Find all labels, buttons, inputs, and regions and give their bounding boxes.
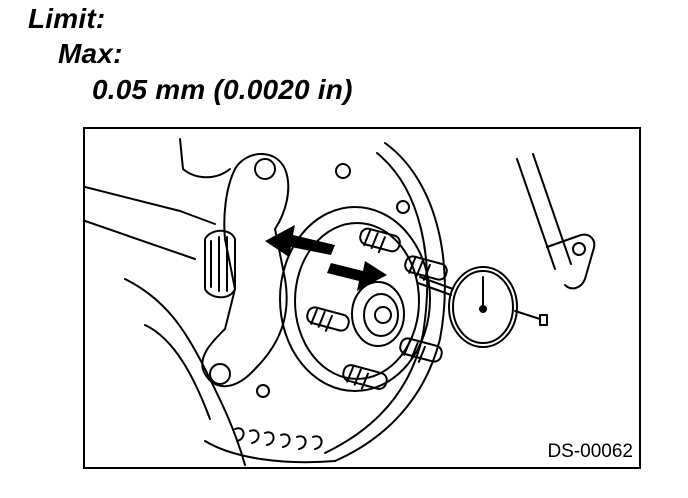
- plate-hole: [335, 163, 351, 179]
- gauge-stand-rod: [516, 158, 556, 270]
- drive-shaft-lower-line: [85, 220, 196, 260]
- limit-value: 0.05 mm (0.0020 in): [92, 74, 353, 105]
- wheel-stud: [399, 337, 443, 363]
- wheel-stud: [342, 364, 388, 390]
- arrow-right: [327, 261, 387, 291]
- dial-gauge-bezel: [452, 270, 514, 344]
- hub-runout-illustration: [85, 138, 596, 466]
- hub-flange-outer: [279, 206, 431, 392]
- lower-arm-line: [124, 278, 246, 466]
- plate-hole: [396, 200, 410, 214]
- knuckle-upper-hole: [254, 158, 276, 180]
- hub-center-outer: [351, 281, 405, 347]
- figure-code: DS-00062: [547, 441, 633, 462]
- wheel-stud: [404, 255, 448, 281]
- hub-center-mid: [363, 293, 399, 337]
- arrow-left: [265, 225, 335, 257]
- knuckle-outline: [201, 153, 290, 388]
- dial-gauge-stem: [514, 310, 548, 326]
- knuckle-small-hole: [256, 384, 270, 398]
- movement-arrows: [265, 225, 387, 291]
- hub-center-nut: [374, 306, 392, 324]
- backing-plate-ribs: [234, 427, 323, 450]
- illustration-frame: DS-00062: [83, 127, 641, 469]
- cv-boot-outline: [204, 229, 236, 299]
- disc-plate-inner-outline: [324, 152, 429, 454]
- max-label: Max:: [58, 38, 123, 69]
- limit-label: Limit:: [28, 3, 106, 34]
- disc-plate-outline: [334, 142, 446, 462]
- wheel-stud: [359, 227, 401, 254]
- upper-strut-line: [179, 138, 231, 179]
- lower-arm-line-2: [144, 324, 211, 420]
- gauge-clamp-knob: [572, 242, 586, 256]
- gauge-stand-clamp: [546, 233, 596, 290]
- drive-shaft-upper-line: [85, 186, 216, 225]
- dial-probe: [419, 276, 454, 290]
- wheel-stud: [306, 306, 350, 332]
- wheel-studs: [306, 227, 448, 390]
- gauge-stand-rod: [532, 153, 572, 265]
- knuckle-lower-hole: [209, 363, 231, 385]
